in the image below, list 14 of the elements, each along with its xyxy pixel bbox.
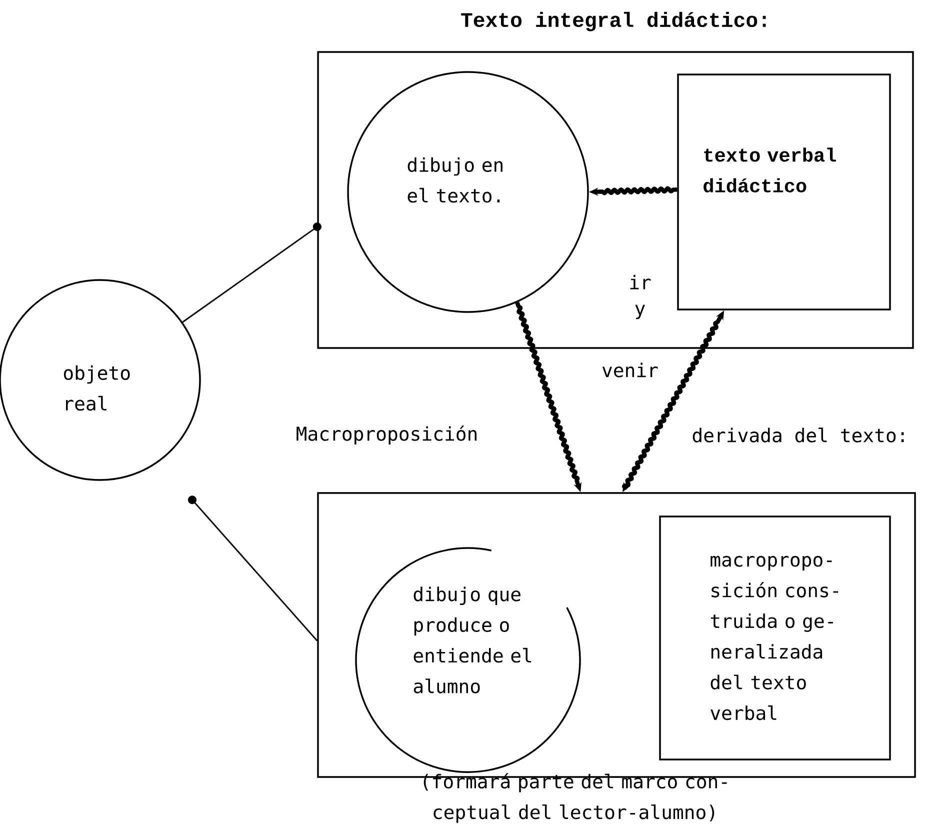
node-label: Texto integral didáctico: bbox=[461, 12, 766, 32]
label: ir bbox=[630, 274, 651, 290]
label: derivada del texto: bbox=[692, 428, 904, 442]
connector bbox=[182, 222, 322, 323]
node-text: texto verbal didáctico bbox=[704, 148, 836, 192]
label: venir bbox=[602, 362, 658, 378]
node-text: dibujo en el texto. bbox=[408, 157, 502, 203]
label: Macroproposición bbox=[296, 425, 476, 445]
node-text: macropropo- sición cons- truida o ge- neralizada del texto verbal bbox=[710, 556, 838, 720]
caption: (formará parte del marco con- ceptual del lector-alumno) bbox=[424, 773, 727, 823]
node-text: objeto real bbox=[64, 365, 130, 411]
connector bbox=[188, 496, 318, 642]
label: y bbox=[635, 304, 645, 320]
node-text: dibujo que produce o entiende el alumno bbox=[414, 586, 532, 694]
